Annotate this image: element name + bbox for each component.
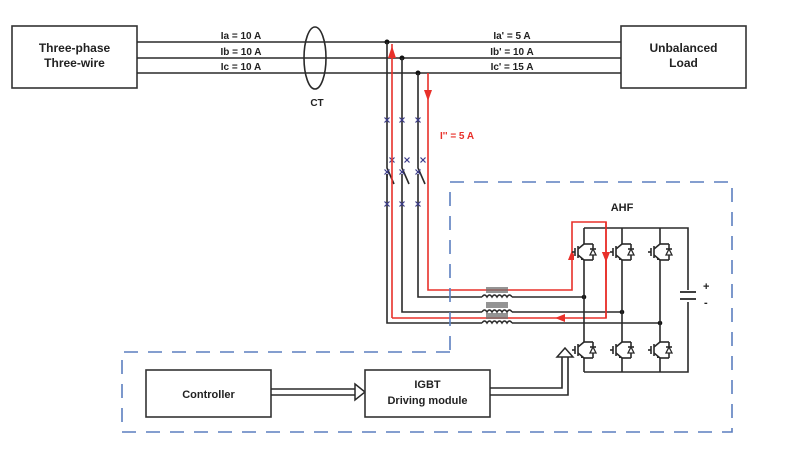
capacitor-plus: + — [703, 281, 709, 293]
branch-wire-b — [401, 58, 482, 313]
dc-capacitor — [680, 290, 698, 302]
source-label-line2: Three-wire — [44, 56, 105, 70]
load-current-c: Ic' = 15 A — [491, 62, 534, 73]
load-label-line1: Unbalanced — [649, 41, 717, 55]
capacitor-minus: - — [704, 297, 708, 309]
source-current-a: Ia = 10 A — [221, 31, 262, 42]
source-label-line1: Three-phase — [39, 41, 111, 55]
igbt-bridge — [571, 227, 689, 373]
three-phase-source-block: Three-phase Three-wire — [11, 25, 138, 89]
branch-wire-c — [417, 73, 482, 298]
load-label-line2: Load — [669, 56, 698, 70]
gate-signal-arrow — [490, 346, 575, 396]
unbalanced-load-block: Unbalanced Load — [620, 25, 747, 89]
source-current-b: Ib = 10 A — [220, 47, 261, 58]
load-current-b: Ib' = 10 A — [490, 47, 533, 58]
ahf-label: AHF — [611, 202, 634, 214]
driver-label-line1: IGBT — [414, 379, 441, 391]
ct-label: CT — [310, 98, 323, 109]
igbt-driving-module-block: IGBT Driving module — [364, 369, 491, 418]
control-signal-arrow — [271, 382, 367, 402]
current-transformer — [303, 26, 327, 90]
load-current-a: Ia' = 5 A — [493, 31, 530, 42]
compensation-current-path — [388, 44, 610, 322]
controller-label: Controller — [182, 389, 235, 401]
ahf-boundary — [121, 181, 733, 433]
controller-block: Controller — [145, 369, 272, 418]
filter-inductors — [481, 287, 513, 324]
circuit-breaker — [383, 116, 427, 208]
compensation-current-label: I'' = 5 A — [440, 131, 474, 142]
source-current-c: Ic = 10 A — [221, 62, 262, 73]
driver-label-line2: Driving module — [387, 395, 467, 407]
